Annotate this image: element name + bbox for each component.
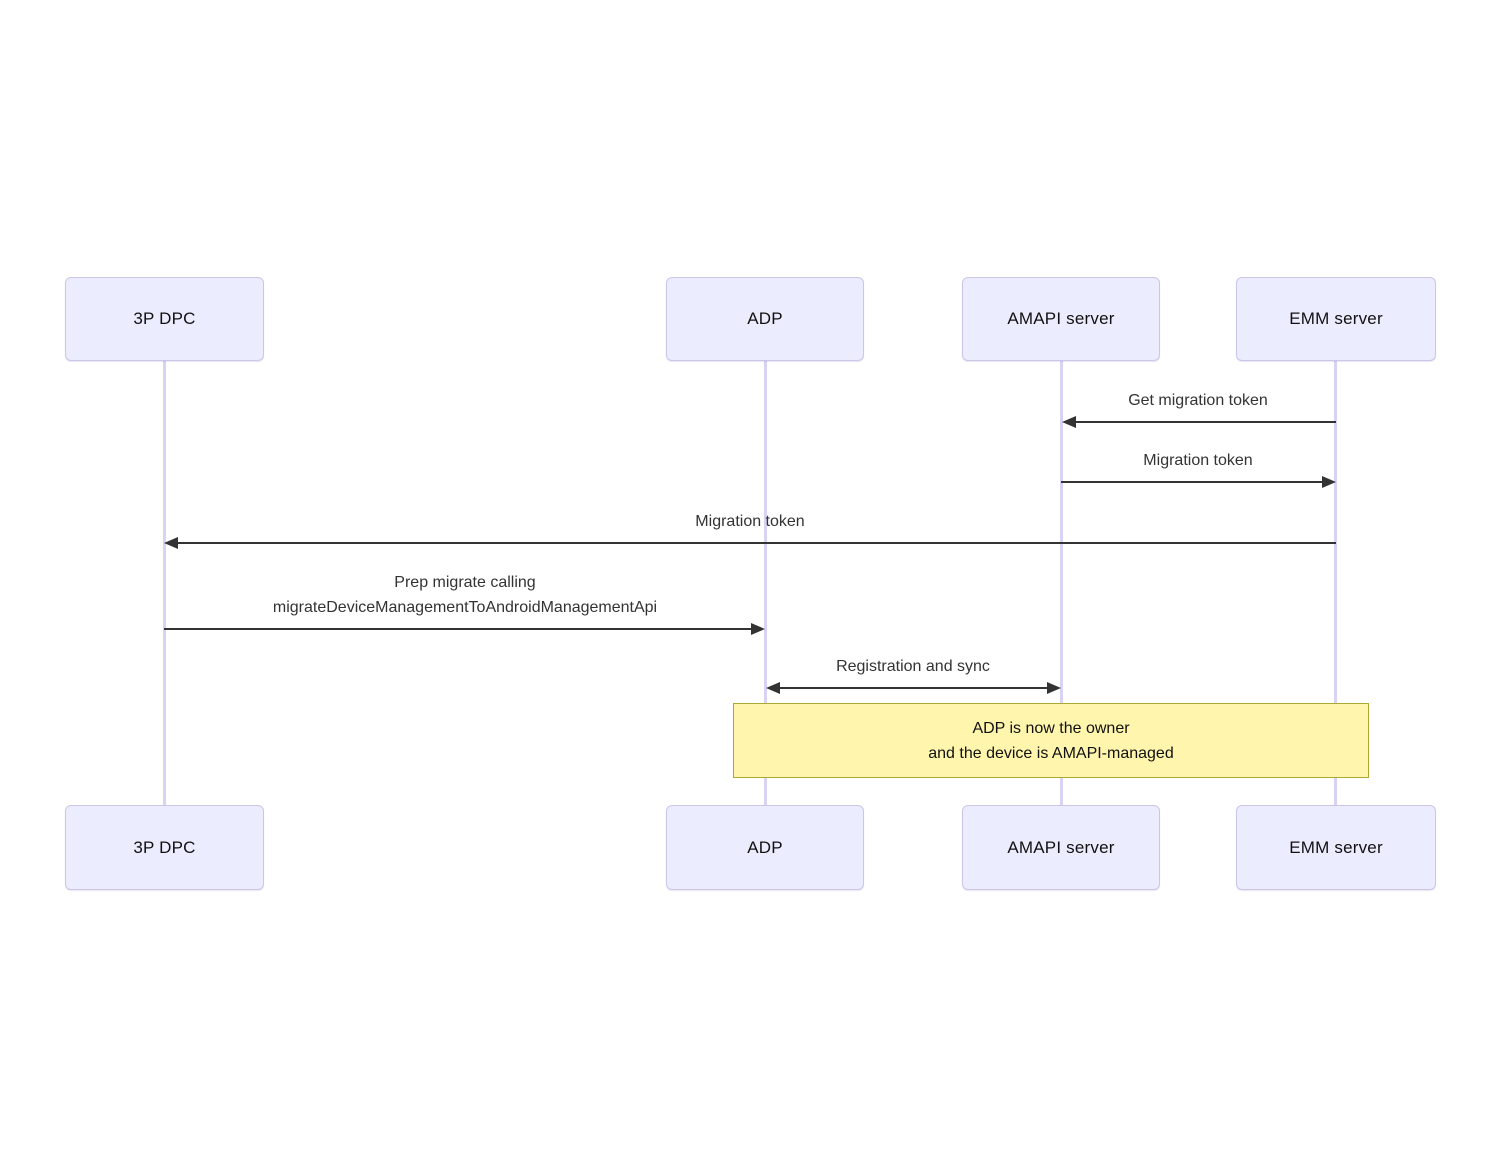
note-text: and the device is AMAPI-managed <box>928 745 1174 762</box>
actor-label: AMAPI server <box>1007 837 1115 857</box>
actor-bottom-emm-server: EMM server <box>1236 805 1436 890</box>
message-text: Migration token <box>1143 452 1253 469</box>
actor-bottom-3p-dpc: 3P DPC <box>65 805 264 890</box>
arrowhead-right-icon <box>1322 476 1336 488</box>
actor-top-amapi-server: AMAPI server <box>962 277 1160 361</box>
message-text: Prep migrate calling <box>394 574 536 591</box>
arrowhead-left-icon <box>164 537 178 549</box>
actor-label: AMAPI server <box>1007 309 1115 328</box>
actor-top-emm-server: EMM server <box>1236 277 1436 361</box>
message-line <box>1061 481 1322 483</box>
actor-bottom-adp: ADP <box>666 805 864 890</box>
message-line <box>779 687 1047 689</box>
lifeline-adp <box>764 361 767 805</box>
arrowhead-right-icon <box>1047 682 1061 694</box>
message-label-get-migration-token: Get migration token <box>1128 388 1268 413</box>
lifeline-emm-server <box>1334 361 1337 805</box>
actor-label: ADP <box>747 837 783 857</box>
message-label-registration-sync: Registration and sync <box>836 654 990 679</box>
actor-label: ADP <box>747 309 783 328</box>
arrowhead-right-icon <box>751 623 765 635</box>
message-text: Migration token <box>695 513 805 530</box>
message-line <box>178 542 1336 544</box>
actor-label: EMM server <box>1289 309 1383 328</box>
message-label-migration-token-dpc: Migration token <box>695 509 804 534</box>
message-text: Get migration token <box>1128 392 1268 409</box>
actor-label: 3P DPC <box>133 309 196 328</box>
lifeline-3p-dpc <box>163 361 166 805</box>
message-text: migrateDeviceManagementToAndroidManageme… <box>272 599 658 616</box>
note-text: ADP is now the owner <box>972 720 1130 737</box>
actor-label: EMM server <box>1289 837 1383 857</box>
actor-top-adp: ADP <box>666 277 864 361</box>
arrowhead-left-icon <box>766 682 780 694</box>
actor-top-3p-dpc: 3P DPC <box>65 277 264 361</box>
message-line <box>164 628 753 630</box>
lifeline-amapi-server <box>1060 361 1063 805</box>
arrowhead-left-icon <box>1062 416 1076 428</box>
message-label-prep-migrate: Prep migrate calling migrateDeviceManage… <box>273 570 657 620</box>
message-line <box>1076 421 1336 423</box>
actor-bottom-amapi-server: AMAPI server <box>962 805 1160 890</box>
actor-label: 3P DPC <box>133 837 196 857</box>
message-text: Registration and sync <box>836 658 990 675</box>
note-adp-owner: ADP is now the owner and the device is A… <box>733 703 1369 778</box>
message-label-migration-token: Migration token <box>1143 448 1252 473</box>
